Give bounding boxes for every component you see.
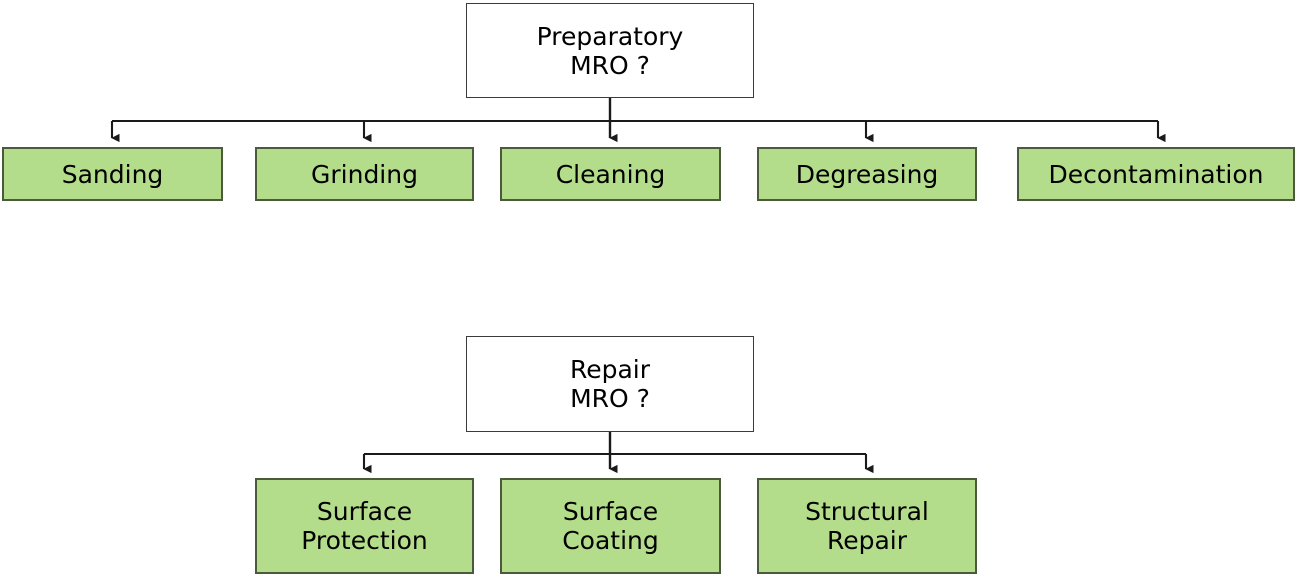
node-structural-repair[interactable]: Structural Repair — [757, 478, 977, 574]
node-cleaning[interactable]: Cleaning — [500, 147, 721, 201]
node-label-sanding: Sanding — [61, 159, 164, 189]
node-label-decontamination: Decontamination — [1048, 159, 1264, 189]
connector-group-preparatory — [110, 98, 1166, 143]
node-label-repair-mro: Repair MRO ? — [569, 355, 651, 413]
node-sanding[interactable]: Sanding — [2, 147, 223, 201]
node-surface-coating[interactable]: Surface Coating — [500, 478, 721, 574]
node-label-cleaning: Cleaning — [555, 159, 666, 189]
node-label-grinding: Grinding — [311, 159, 418, 189]
node-surface-protection[interactable]: Surface Protection — [255, 478, 474, 574]
node-preparatory-mro-root[interactable]: Preparatory MRO ? — [466, 3, 754, 98]
node-label-degreasing: Degreasing — [795, 159, 939, 189]
node-grinding[interactable]: Grinding — [255, 147, 474, 201]
connector-group-repair — [362, 432, 874, 474]
node-decontamination[interactable]: Decontamination — [1017, 147, 1295, 201]
node-degreasing[interactable]: Degreasing — [757, 147, 977, 201]
node-label-surface-coating: Surface Coating — [562, 497, 659, 555]
node-label-surface-protection: Surface Protection — [301, 497, 428, 555]
node-label-structural-repair: Structural Repair — [805, 497, 929, 555]
node-repair-mro-root[interactable]: Repair MRO ? — [466, 336, 754, 432]
node-label-preparatory-mro: Preparatory MRO ? — [536, 21, 684, 80]
